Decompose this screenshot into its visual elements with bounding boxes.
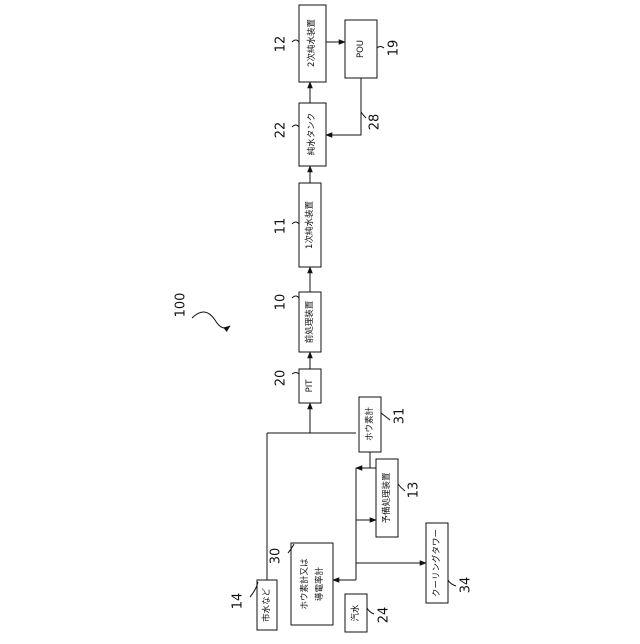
tank-label: 純水タンク [306,113,317,156]
leader-cooling-tower [448,580,456,586]
leader-pou [377,47,384,49]
leader-tank [292,125,299,127]
secondary-ref: 12 [274,36,289,53]
leader-return-line [361,112,366,118]
boron-meter-label-line2: 導電率計 [314,567,325,602]
primary-label: 1次純水装置 [304,201,315,249]
leader-pretreatment [292,296,299,298]
node-boron-meter2: ホウ素計 [359,397,381,452]
steam-label: 汽水 [350,604,361,622]
node-primary: 1次純水装置 [299,183,321,267]
leader-boron-meter2 [381,413,390,420]
pretreatment-ref: 10 [274,294,289,311]
leader-primary [292,222,299,224]
cooling-tower-ref: 34 [459,577,474,594]
boron-meter-label-line1: ホウ素計又は [299,558,310,610]
node-steam: 汽水 [345,594,367,632]
node-pit: PIT [299,369,321,403]
leader-system [192,312,230,328]
node-secondary: 2次純水装置 [299,5,326,82]
pit-label: PIT [305,379,315,393]
steam-ref: 24 [377,607,392,624]
line-pou-return [326,78,361,135]
node-pretreatment: 前処理装置 [299,292,321,352]
pou-label: POU [356,40,366,58]
secondary-label: 2次純水装置 [306,19,317,67]
pit-ref: 20 [274,370,289,387]
boron-meter2-ref: 31 [393,408,408,425]
backup-ref: 13 [407,482,422,499]
node-backup: 予備処理装置 [376,459,398,537]
system-ref: 100 [174,293,189,318]
node-tank: 純水タンク [299,103,326,166]
city-water-ref: 14 [231,593,246,610]
primary-ref: 11 [274,218,289,235]
pretreatment-label: 前処理装置 [304,300,315,343]
boron-meter-ref: 30 [269,548,284,565]
node-boron-meter: ホウ素計又は 導電率計 [291,543,333,625]
return-line-ref: 28 [368,114,383,131]
leader-backup [398,484,405,491]
city-water-label: 市水など [261,588,272,623]
tank-ref: 22 [274,122,289,139]
leader-steam [367,608,374,614]
pou-ref: 19 [387,40,402,57]
backup-label: 予備処理装置 [381,472,392,524]
cooling-tower-label: クーリングタワー [431,529,442,597]
node-city-water: 市水など [257,580,277,630]
boron-meter2-label: ホウ素計 [364,407,375,442]
node-pou: POU [345,20,377,78]
node-cooling-tower: クーリングタワー [426,523,448,603]
leader-secondary [292,40,299,42]
leader-pit [292,373,299,375]
